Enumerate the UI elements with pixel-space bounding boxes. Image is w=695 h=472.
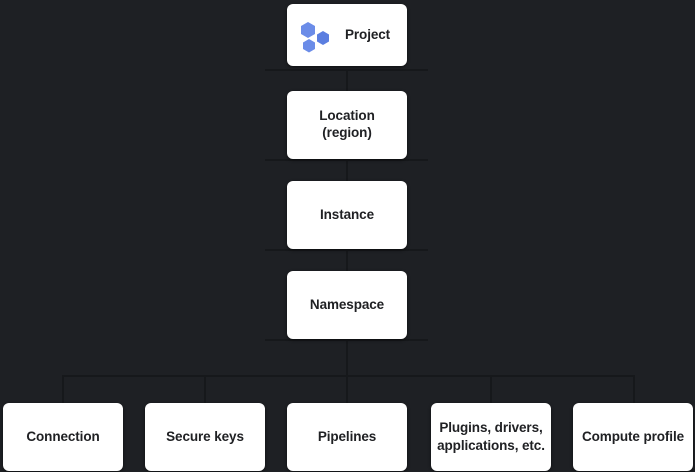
- connector-drop-compute: [633, 375, 635, 403]
- node-pipelines[interactable]: Pipelines: [287, 403, 407, 471]
- connector-namespace-bus: [346, 339, 348, 375]
- node-instance[interactable]: Instance: [287, 181, 407, 249]
- node-namespace[interactable]: Namespace: [287, 271, 407, 339]
- connector-drop-secure-keys: [204, 375, 206, 403]
- node-project-label: Project: [345, 26, 391, 42]
- hexagon-cluster-icon: [297, 16, 335, 54]
- node-location-label: Location (region): [319, 108, 375, 140]
- connector-bus: [62, 375, 634, 377]
- node-plugins[interactable]: Plugins, drivers, applications, etc.: [431, 403, 551, 471]
- connector-drop-plugins: [490, 375, 492, 403]
- node-pipelines-label: Pipelines: [317, 428, 377, 444]
- node-secure-keys[interactable]: Secure keys: [145, 403, 265, 471]
- connector-drop-connection: [62, 375, 64, 403]
- connector-project-location: [346, 69, 348, 91]
- connector-project-location-stub: [265, 69, 428, 71]
- connector-drop-pipelines: [346, 375, 348, 403]
- connector-location-instance-stub: [265, 159, 428, 161]
- node-plugins-label: Plugins, drivers, applications, etc.: [437, 420, 545, 453]
- node-instance-label: Instance: [320, 206, 374, 222]
- connector-instance-namespace-stub: [265, 249, 428, 251]
- node-secure-keys-label: Secure keys: [166, 428, 244, 444]
- node-connection[interactable]: Connection: [3, 403, 123, 471]
- node-connection-label: Connection: [26, 428, 100, 444]
- node-namespace-label: Namespace: [309, 296, 385, 312]
- node-compute-profile-label: Compute profile: [582, 428, 684, 444]
- connector-instance-namespace: [346, 249, 348, 271]
- connector-namespace-bus-top: [265, 339, 428, 341]
- connector-location-instance: [346, 159, 348, 181]
- node-project[interactable]: Project: [287, 4, 407, 66]
- node-compute-profile[interactable]: Compute profile: [573, 403, 693, 471]
- node-location[interactable]: Location (region): [287, 91, 407, 159]
